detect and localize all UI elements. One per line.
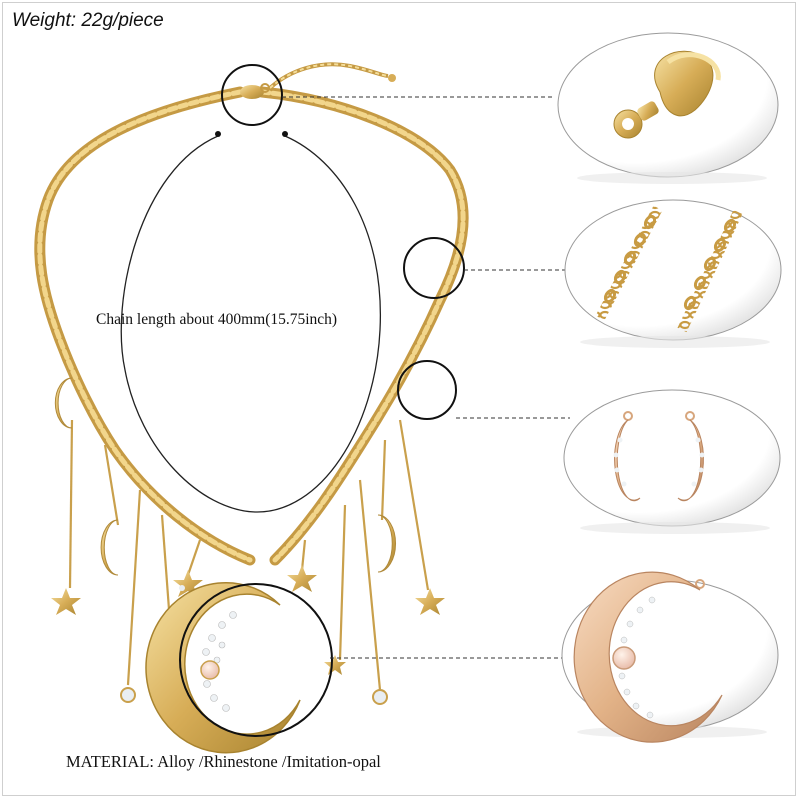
lobster-clasp-icon <box>613 50 721 139</box>
chain-length-guide <box>120 131 382 513</box>
curb-chain-icon <box>595 205 743 333</box>
callout-bubble-chain <box>564 199 782 348</box>
rhinestone-moon-icon <box>613 411 705 502</box>
crescent-pendant-icon <box>573 571 723 743</box>
hanging-charms <box>51 377 445 705</box>
extender-chain <box>268 62 396 90</box>
necklace-clasp <box>240 83 270 99</box>
highlight-circles <box>179 64 465 737</box>
crescent-pendant <box>145 582 301 754</box>
necklace-chain <box>34 86 469 566</box>
material-label: MATERIAL: Alloy /Rhinestone /Imitation-o… <box>66 752 381 771</box>
weight-label: Weight: 22g/piece <box>12 10 164 31</box>
callout-connectors <box>282 96 570 659</box>
callout-bubble-clasp <box>557 32 779 184</box>
chain-length-label: Chain length about 400mm(15.75inch) <box>96 311 338 328</box>
callout-bubble-pendant <box>561 571 779 743</box>
callout-bubble-moon-charms <box>563 389 781 534</box>
